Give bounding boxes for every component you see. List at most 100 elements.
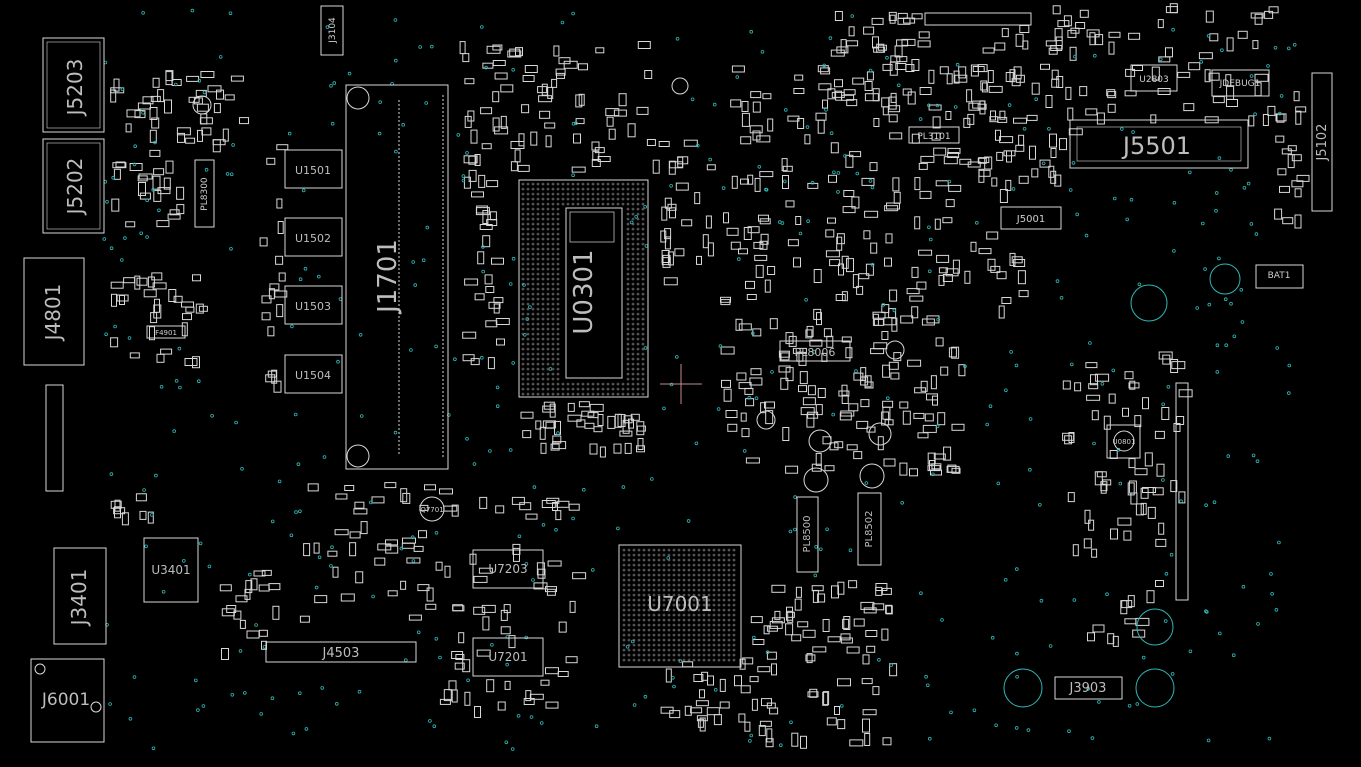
passive-part xyxy=(1146,590,1155,604)
passive-part xyxy=(1091,548,1098,558)
connector-j5501[interactable]: J5501 xyxy=(1069,119,1249,169)
passive-part xyxy=(503,604,511,614)
u7001-ball xyxy=(712,643,716,647)
passive-part xyxy=(459,41,466,55)
chip-u7203[interactable]: U7203 xyxy=(472,549,544,589)
connector-j5202[interactable]: J5202 xyxy=(42,138,105,234)
cpu-ball xyxy=(641,382,645,386)
cpu-ball xyxy=(626,197,630,201)
cpu-ball xyxy=(556,297,560,301)
connector-j5203[interactable]: J5203 xyxy=(42,37,105,133)
passive-part xyxy=(862,654,870,665)
u7001-ball xyxy=(717,653,721,657)
passive-part xyxy=(303,543,311,557)
cpu-ball xyxy=(641,337,645,341)
cpu-ball xyxy=(631,302,635,306)
passive-part xyxy=(591,141,600,151)
cpu-ball xyxy=(531,392,535,396)
via xyxy=(1071,161,1076,165)
u7001-ball xyxy=(687,643,691,647)
memory-chip-u1503[interactable]: U1503 xyxy=(284,285,343,325)
battery-connector-bat1[interactable]: BAT1 xyxy=(1255,264,1304,289)
passive-part xyxy=(785,611,795,618)
passive-part xyxy=(259,237,268,247)
cpu-u0301[interactable]: U0301 xyxy=(518,179,649,398)
u7001-ball xyxy=(682,563,686,567)
u7001-ball xyxy=(707,613,711,617)
passive-part xyxy=(860,399,870,408)
passive-part xyxy=(476,649,491,657)
chip-u7201[interactable]: U7201 xyxy=(472,637,544,677)
via xyxy=(369,500,373,505)
cpu-ball xyxy=(521,262,525,266)
via xyxy=(240,466,244,471)
inductor-pl8006[interactable]: PL8006 xyxy=(779,340,851,362)
cpu-ball xyxy=(541,207,545,211)
transistor-q7701[interactable]: Q7701 xyxy=(419,496,445,522)
passive-part xyxy=(785,367,794,382)
via xyxy=(765,650,770,654)
cpu-ball xyxy=(526,337,530,341)
cpu-ball xyxy=(546,312,550,316)
passive-part xyxy=(719,701,730,709)
passive-part xyxy=(697,718,704,728)
connector-j4801[interactable]: J4801 xyxy=(23,257,85,366)
memory-chip-u1502[interactable]: U1502 xyxy=(284,217,343,257)
cpu-ball xyxy=(576,387,580,391)
chip-u3401[interactable]: U3401 xyxy=(143,537,199,603)
chip-u0801[interactable]: U0801 xyxy=(1106,424,1141,459)
cpu-ball xyxy=(641,282,645,286)
connector-j5001[interactable]: J5001 xyxy=(1000,206,1062,230)
cpu-ball xyxy=(536,222,540,226)
connector-j4503[interactable]: J4503 xyxy=(265,641,417,663)
memory-chip-u1501[interactable]: U1501 xyxy=(284,149,343,189)
u7001-ball xyxy=(732,578,736,582)
inductor-pl8500[interactable]: PL8500 xyxy=(796,496,819,573)
cpu-ball xyxy=(536,202,540,206)
cpu-ball xyxy=(591,382,595,386)
passive-part xyxy=(862,718,870,733)
connector-j3903[interactable]: J3903 xyxy=(1054,676,1123,700)
u7001-ball xyxy=(657,638,661,642)
passive-part xyxy=(613,109,627,117)
chip-u2803[interactable]: U2803 xyxy=(1130,64,1178,92)
memory-slot-j1701[interactable]: J1701 xyxy=(345,84,449,470)
passive-part xyxy=(1296,174,1310,182)
inductor-pl8300[interactable]: PL8300 xyxy=(194,159,215,228)
cpu-ball xyxy=(596,192,600,196)
u7001-ball xyxy=(727,643,731,647)
chip-u7001[interactable]: U7001 xyxy=(618,544,742,668)
cpu-ball xyxy=(616,202,620,206)
passive-part xyxy=(607,415,616,429)
inductor-pl8502[interactable]: PL8502 xyxy=(857,492,882,566)
u7001-ball xyxy=(632,648,636,652)
u7001-ball xyxy=(627,578,631,582)
inductor-pl3101[interactable]: PL3101 xyxy=(908,126,960,144)
u7001-ball xyxy=(702,598,706,602)
cpu-ball xyxy=(636,257,640,261)
cpu-ball xyxy=(521,367,525,371)
connector-strip-left[interactable] xyxy=(45,384,64,492)
connector-j3104[interactable]: J3104 xyxy=(320,5,344,56)
connector-j3401[interactable]: J3401 xyxy=(53,547,107,645)
cpu-ball xyxy=(521,207,525,211)
u7001-ball xyxy=(662,653,666,657)
connector-right-strip[interactable] xyxy=(1175,382,1189,601)
memory-chip-u1504[interactable]: U1504 xyxy=(284,354,343,394)
connector-j6001[interactable]: J6001 xyxy=(30,658,105,743)
u7001-ball xyxy=(647,643,651,647)
via xyxy=(113,324,117,329)
connector-jdebug1[interactable]: JDEBUG1 xyxy=(1211,69,1270,97)
u7001-ball xyxy=(697,583,701,587)
u7001-ball xyxy=(672,578,676,582)
connector-j5102[interactable]: J5102 xyxy=(1311,72,1333,212)
connector-top-strip[interactable] xyxy=(924,12,1032,26)
u7001-ball xyxy=(712,598,716,602)
cpu-ball xyxy=(581,182,585,186)
passive-part xyxy=(129,163,143,171)
cpu-ball xyxy=(546,197,550,201)
passive-part xyxy=(723,212,729,224)
fuse-f4901[interactable]: F4901 xyxy=(146,325,186,339)
cpu-ball xyxy=(581,197,585,201)
